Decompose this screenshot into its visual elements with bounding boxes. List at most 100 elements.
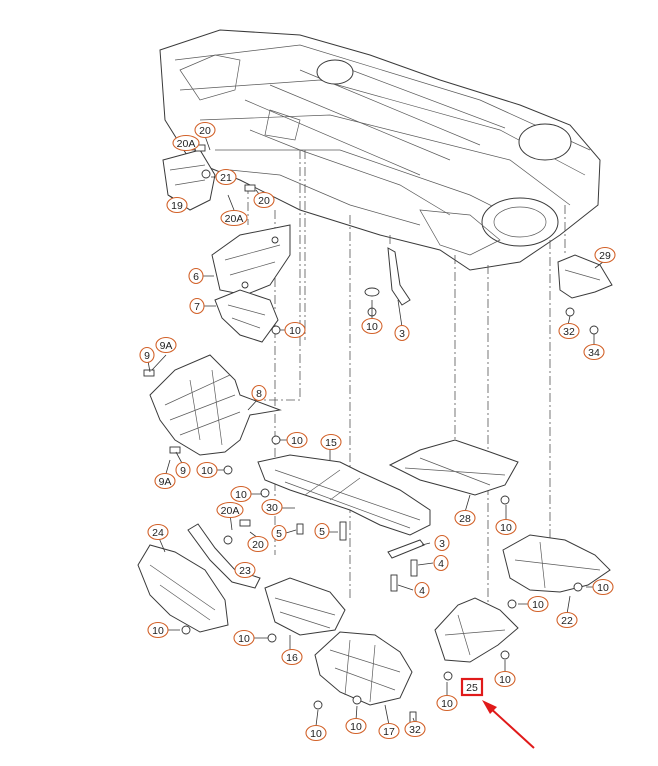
callout-text: 17 — [383, 726, 395, 738]
callout-text: 19 — [171, 200, 183, 212]
callout-text: 10 — [441, 698, 453, 710]
callout-l20a-mid: 20A — [220, 209, 248, 227]
callout-l10-c: 10 — [286, 431, 308, 449]
callout-text: 10 — [152, 625, 164, 637]
callout-l9-bot: 9 — [175, 461, 191, 479]
callout-l10-n: 10 — [345, 717, 367, 735]
part-15-crossmember — [257, 454, 431, 536]
callout-text: 3 — [399, 328, 405, 340]
callout-text: 9 — [180, 465, 186, 477]
callout-text: 21 — [220, 172, 232, 184]
callout-l16: 16 — [281, 648, 303, 666]
bracket-3-mid — [387, 539, 425, 559]
callout-l20-mid: 20 — [253, 191, 275, 209]
callout-text: 30 — [266, 502, 278, 514]
callout-text: 20 — [252, 539, 264, 551]
callout-text: 5 — [319, 526, 325, 538]
callout-text: 9 — [144, 350, 150, 362]
callout-l15: 15 — [320, 433, 342, 451]
callout-text: 32 — [563, 326, 575, 338]
callout-text: 9A — [159, 476, 172, 488]
callout-l3-top: 3 — [394, 324, 410, 342]
callout-text: 15 — [325, 437, 337, 449]
callout-l29: 29 — [594, 246, 616, 264]
callout-text: 24 — [152, 527, 164, 539]
callout-l23: 23 — [234, 561, 256, 579]
callout-text: 7 — [194, 301, 200, 313]
callout-text: 10 — [238, 633, 250, 645]
callout-l10-j: 10 — [592, 578, 614, 596]
callout-l10-b: 10 — [361, 317, 383, 335]
callout-text: 10 — [366, 321, 378, 333]
callout-l3-mid: 3 — [434, 534, 450, 552]
part-28-shield — [388, 439, 519, 496]
callout-l10-e: 10 — [230, 485, 252, 503]
callout-text: 29 — [599, 250, 611, 262]
callout-text: 10 — [500, 522, 512, 534]
callout-l10-h: 10 — [233, 629, 255, 647]
callout-l9a-top: 9A — [155, 336, 177, 354]
callout-l25: 25 — [460, 677, 484, 697]
callout-l21: 21 — [215, 168, 237, 186]
callout-l32-right: 32 — [558, 322, 580, 340]
callout-text: 22 — [561, 615, 573, 627]
callout-text: 10 — [499, 674, 511, 686]
part-17-heat-shield — [314, 631, 413, 706]
callout-l20a-top: 20A — [172, 134, 200, 152]
callout-text: 20A — [225, 213, 244, 225]
callout-text: 20A — [177, 138, 196, 150]
callout-l8: 8 — [251, 384, 267, 402]
callout-l24: 24 — [147, 523, 169, 541]
callout-l9-top: 9 — [139, 346, 155, 364]
callout-text: 34 — [588, 347, 600, 359]
callout-text: 20 — [199, 125, 211, 137]
callout-text: 4 — [438, 558, 444, 570]
callout-text: 23 — [239, 565, 251, 577]
callout-l22: 22 — [556, 611, 578, 629]
callout-l7: 7 — [189, 297, 205, 315]
callout-text: 10 — [350, 721, 362, 733]
callout-l32-bot: 32 — [404, 720, 426, 738]
callout-text: 9A — [160, 340, 173, 352]
callout-l6: 6 — [188, 267, 204, 285]
callout-text: 3 — [439, 538, 445, 550]
callout-l10-d: 10 — [196, 461, 218, 479]
callout-text: 6 — [193, 271, 199, 283]
callout-l5-b: 5 — [314, 522, 330, 540]
callout-l10-l: 10 — [494, 670, 516, 688]
callout-l17: 17 — [378, 722, 400, 740]
callout-l10-f: 10 — [495, 518, 517, 536]
part-8-heat-shield — [149, 354, 282, 456]
callout-text: 10 — [235, 489, 247, 501]
callout-l4-a: 4 — [433, 554, 449, 572]
callout-l20a-low: 20A — [216, 501, 244, 519]
callout-text: 8 — [256, 388, 262, 400]
part-3-top-bracket — [364, 247, 411, 306]
callout-l10-m: 10 — [305, 724, 327, 742]
part-24-shield — [137, 544, 229, 633]
callout-l9a-bot: 9A — [154, 472, 176, 490]
callout-text: 10 — [532, 599, 544, 611]
callout-l19: 19 — [166, 196, 188, 214]
callout-text: 10 — [597, 582, 609, 594]
callout-text: 10 — [310, 728, 322, 740]
callout-l4-b: 4 — [414, 581, 430, 599]
part-6-heat-shield — [211, 224, 291, 296]
callout-l10-i: 10 — [527, 595, 549, 613]
callout-text: 5 — [276, 528, 282, 540]
callout-l28: 28 — [454, 509, 476, 527]
callout-text: 10 — [291, 435, 303, 447]
callout-l10-a: 10 — [284, 321, 306, 339]
part-25-shield — [434, 597, 519, 663]
part-16-heat-shield — [264, 577, 346, 636]
callout-l20-low: 20 — [247, 535, 269, 553]
callout-l5-a: 5 — [271, 524, 287, 542]
callout-text: 10 — [201, 465, 213, 477]
highlight-arrow — [482, 700, 535, 749]
callout-text: 10 — [289, 325, 301, 337]
part-23-strip — [187, 523, 261, 589]
callout-text: 20 — [258, 195, 270, 207]
nuts — [181, 169, 599, 710]
